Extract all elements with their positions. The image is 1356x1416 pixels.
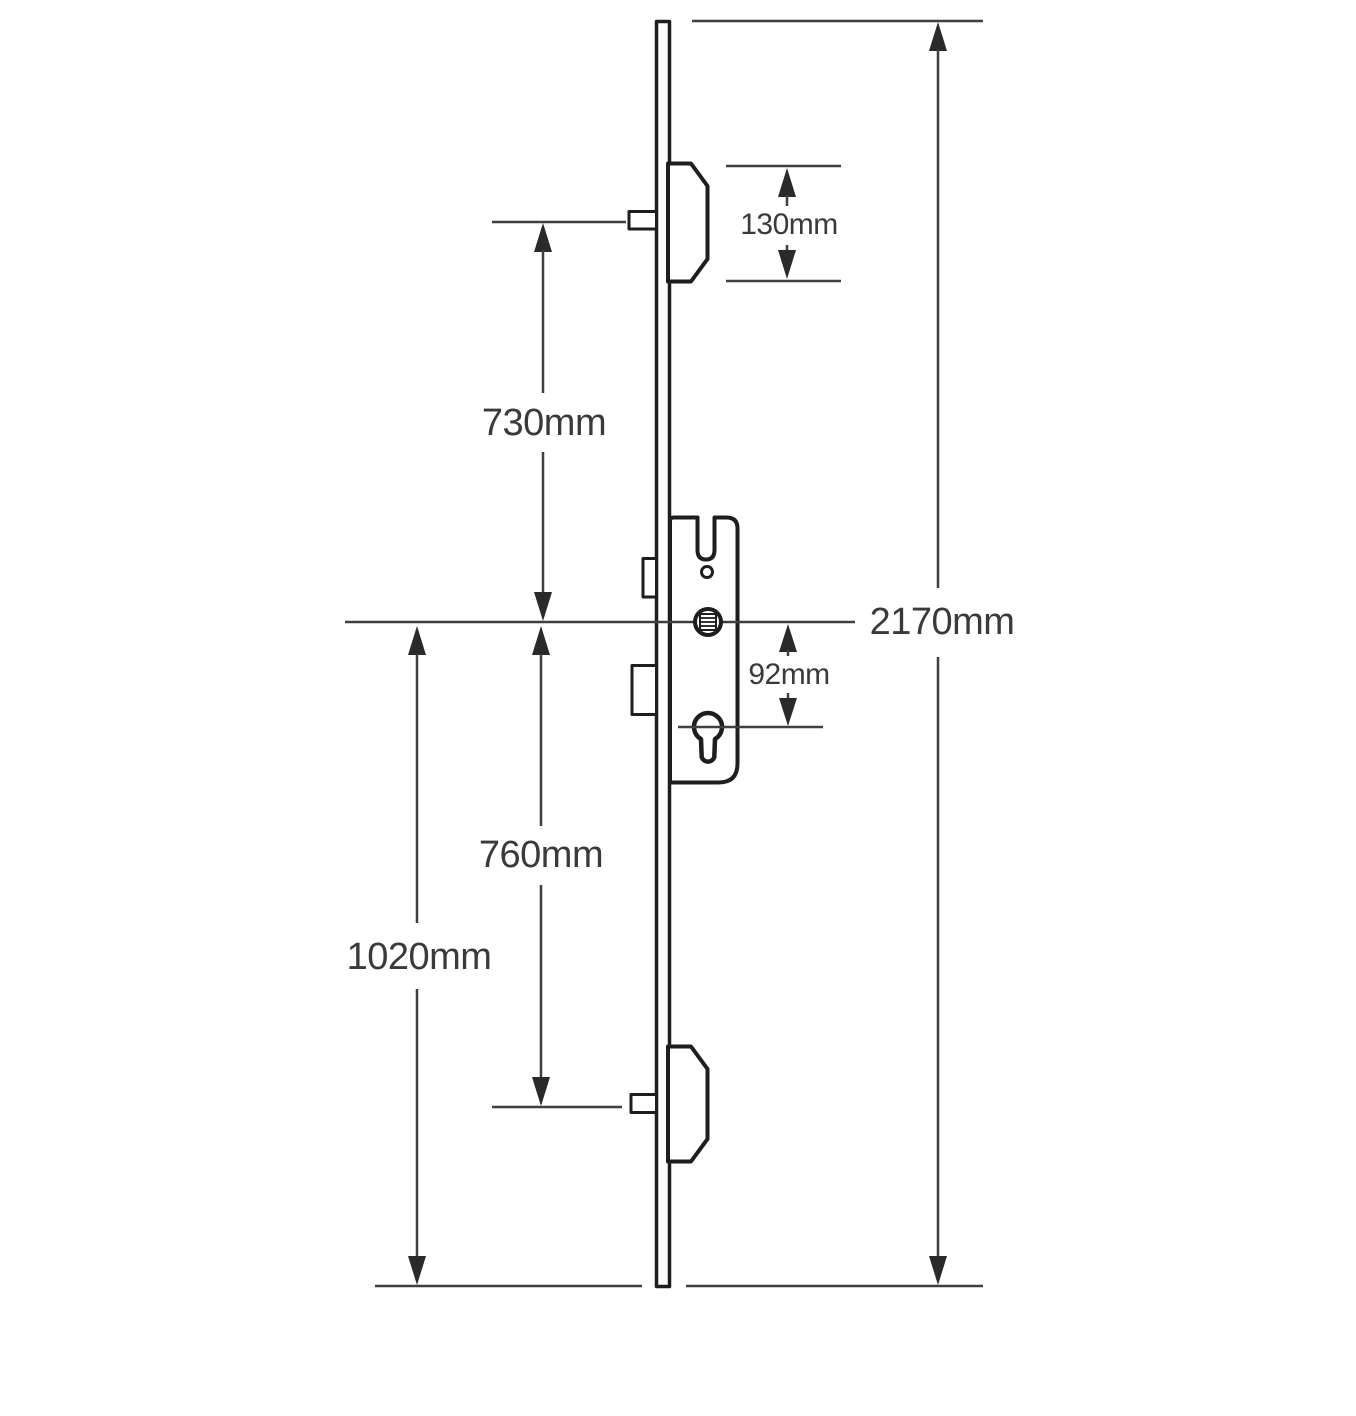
euro-keyhole xyxy=(691,710,725,764)
dim-label-760mm: 760mm xyxy=(478,834,604,876)
dim-label-92mm: 92mm xyxy=(748,658,830,691)
reference-lines xyxy=(345,19,983,1288)
dim-760-arrow xyxy=(532,626,550,1106)
upper-latch-tab xyxy=(641,557,658,599)
top-hook-bolt xyxy=(666,161,710,284)
dimension-arrows xyxy=(408,22,947,1285)
spindle-follower xyxy=(693,607,723,637)
bottom-roller-pin xyxy=(629,1093,658,1114)
dim-1020-arrow xyxy=(408,626,426,1285)
dim-label-730mm: 730mm xyxy=(481,402,607,444)
top-roller-pin xyxy=(627,210,658,231)
screw-hole xyxy=(700,565,714,579)
bottom-hook-bolt xyxy=(666,1044,710,1164)
dim-label-1020mm: 1020mm xyxy=(346,936,492,978)
lock-parts xyxy=(627,19,740,1289)
dim-2170-arrow xyxy=(929,22,947,1285)
dim-92-arrow xyxy=(779,624,797,726)
deadbolt-tab xyxy=(630,664,658,716)
dim-label-2170mm: 2170mm xyxy=(869,601,1015,643)
dim-label-130mm: 130mm xyxy=(740,208,838,241)
dim-130-arrow xyxy=(778,168,796,279)
dim-730-arrow xyxy=(534,223,552,621)
gearbox-case xyxy=(668,515,740,785)
